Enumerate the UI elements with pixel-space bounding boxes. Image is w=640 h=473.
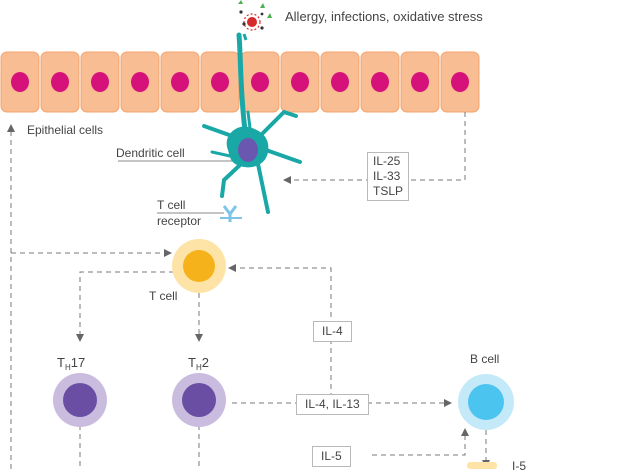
- epithelial-nucleus: [291, 72, 309, 92]
- epithelial-nucleus: [451, 72, 469, 92]
- epithelial-nucleus: [251, 72, 269, 92]
- partial-cell: [467, 462, 497, 469]
- epithelial-label: Epithelial cells: [27, 123, 104, 137]
- dendritic-label: Dendritic cell: [116, 146, 185, 160]
- epithelial-nucleus: [411, 72, 429, 92]
- b-cell-label: B cell: [470, 352, 500, 366]
- partial-label: I-5: [512, 459, 527, 473]
- epithelial-nucleus: [211, 72, 229, 92]
- epithelial-nucleus: [171, 72, 189, 92]
- t-cell: [172, 239, 226, 293]
- t-cell-label: T cell: [149, 289, 178, 303]
- epithelial-cytokines-box: IL-25 IL-33 TSLP: [367, 152, 410, 201]
- b-cell: [458, 374, 514, 430]
- th17-suffix: 17: [70, 355, 86, 370]
- tcr-icon: [220, 205, 242, 222]
- th17-cell: [53, 373, 107, 427]
- epithelial-nucleus: [91, 72, 109, 92]
- tcr-label-line1: T cell: [157, 198, 186, 212]
- th2-label: TH2: [188, 355, 209, 372]
- cytokine-il25: IL-25: [373, 154, 401, 168]
- epithelial-nucleus: [131, 72, 149, 92]
- th17-prefix: T: [57, 355, 65, 370]
- th17-label: TH17: [57, 355, 86, 372]
- th2-cell: [172, 373, 226, 427]
- cytokine-tslp: TSLP: [373, 184, 404, 198]
- allergen-particles-icon: [238, 0, 272, 31]
- il5-box: IL-5: [312, 446, 351, 467]
- th17-sub: H: [64, 363, 71, 372]
- tcr-label-line2: receptor: [157, 214, 202, 228]
- epithelial-nucleus: [51, 72, 69, 92]
- epithelial-nucleus: [371, 72, 389, 92]
- il4-il13-box: IL-4, IL-13: [296, 394, 369, 415]
- cytokine-il33: IL-33: [373, 169, 401, 183]
- il4-box: IL-4: [313, 321, 352, 342]
- dendritic-cell: [202, 32, 302, 214]
- epithelial-nucleus: [331, 72, 349, 92]
- dashed-arrows: [7, 112, 490, 469]
- th2-sub: H: [195, 363, 202, 372]
- epithelial-layer: [0, 51, 480, 113]
- th2-prefix: T: [188, 355, 196, 370]
- epithelial-nucleus: [11, 72, 29, 92]
- th2-suffix: 2: [201, 355, 209, 370]
- trigger-label: Allergy, infections, oxidative stress: [285, 9, 483, 24]
